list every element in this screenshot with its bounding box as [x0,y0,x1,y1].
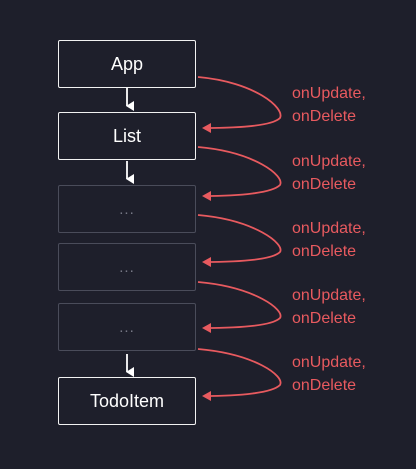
node-todoitem: TodoItem [58,377,196,425]
prop-label-1-line2: onDelete [292,108,357,125]
node-intermediate-1: ... [58,185,196,233]
prop-label-3-line2: onDelete [292,243,357,260]
prop-label-5-line1: onUpdate, [292,354,366,371]
prop-label-5: onUpdate, onDelete [292,351,366,397]
prop-label-4: onUpdate, onDelete [292,284,366,330]
prop-label-5-line2: onDelete [292,377,357,394]
prop-label-2-line2: onDelete [292,176,357,193]
node-app: App [58,40,196,88]
prop-arrow-4 [197,281,282,333]
prop-label-3: onUpdate, onDelete [292,217,366,263]
prop-label-3-line1: onUpdate, [292,220,366,237]
node-intermediate-2: ... [58,243,196,291]
prop-label-2-line1: onUpdate, [292,153,366,170]
prop-arrows [197,76,282,401]
node-intermediate-3: ... [58,303,196,351]
prop-label-4-line1: onUpdate, [292,287,366,304]
prop-label-1-line1: onUpdate, [292,85,366,102]
prop-arrow-3 [197,214,282,267]
prop-label-4-line2: onDelete [292,310,357,327]
prop-arrow-2 [197,146,282,201]
prop-arrow-1 [197,76,282,133]
node-list: List [58,112,196,160]
prop-arrow-5 [197,348,282,401]
prop-label-2: onUpdate, onDelete [292,150,366,196]
prop-label-1: onUpdate, onDelete [292,82,366,128]
